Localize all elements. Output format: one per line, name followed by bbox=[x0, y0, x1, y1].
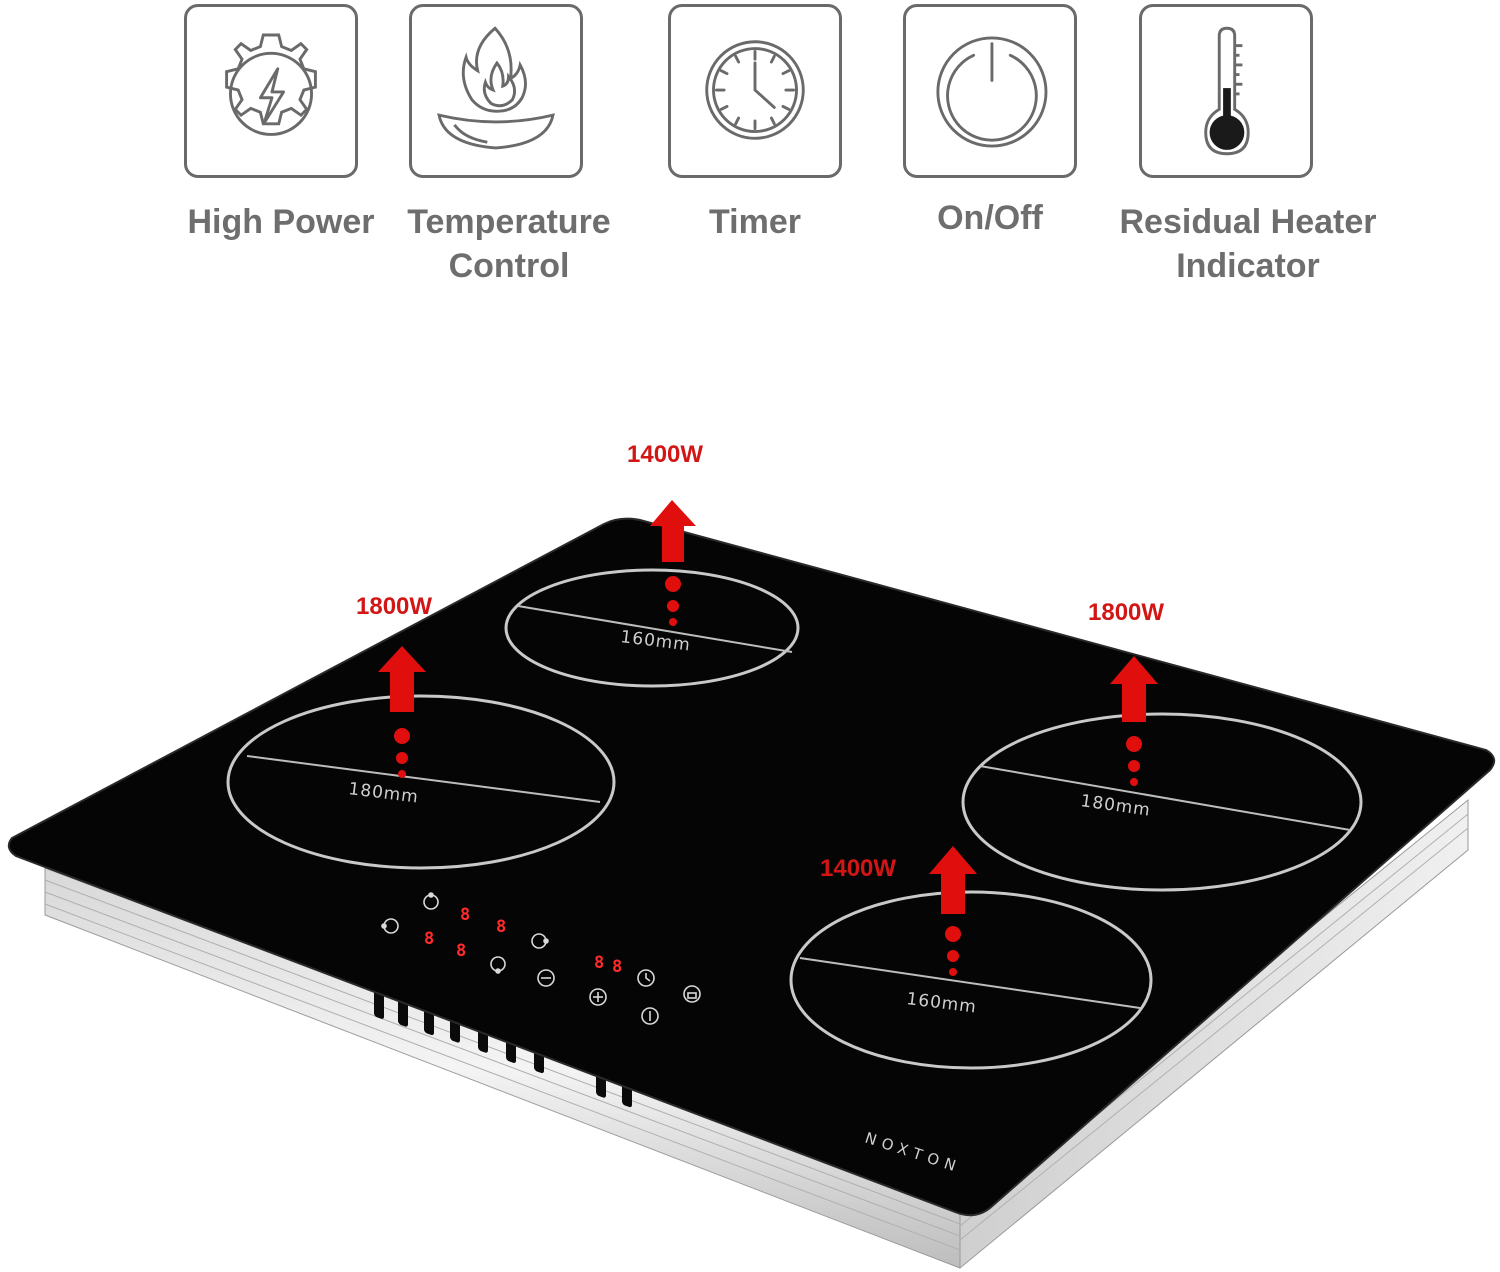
zone-display-digit: 8 bbox=[456, 941, 466, 961]
power-arrow bbox=[1110, 656, 1158, 786]
zone-power-label: 1400W bbox=[820, 855, 896, 882]
feature-label-line-1: Temperature bbox=[407, 203, 611, 241]
zone-power-label: 1800W bbox=[356, 593, 432, 620]
power-button-icon[interactable] bbox=[641, 1007, 659, 1025]
clock-icon bbox=[668, 4, 842, 178]
cooking-zone-ring bbox=[226, 694, 616, 870]
touch-control-panel bbox=[381, 892, 701, 1025]
plus-button-icon[interactable] bbox=[589, 988, 607, 1006]
zone-display-digit: 8 bbox=[460, 905, 470, 925]
feature-label-line-2: Control bbox=[448, 247, 570, 285]
feature-label: High Power bbox=[187, 203, 375, 241]
thermometer-icon bbox=[1139, 4, 1313, 178]
zone-select-icon[interactable] bbox=[490, 956, 506, 974]
power-arrow bbox=[378, 646, 426, 778]
glass-cooktop-surface bbox=[7, 517, 1496, 1217]
zone-display-digit: 8 bbox=[424, 929, 434, 949]
cooking-zone-ring bbox=[789, 890, 1153, 1070]
zone-display-digit: 8 bbox=[496, 917, 506, 937]
power-arrow bbox=[929, 846, 977, 976]
timer-display-digit: 8 bbox=[612, 957, 622, 977]
zone-select-icon[interactable] bbox=[423, 892, 439, 910]
feature-label: Timer bbox=[709, 203, 801, 241]
flame-bowl-icon bbox=[409, 4, 583, 178]
power-icon bbox=[903, 4, 1077, 178]
timer-button-icon[interactable] bbox=[637, 969, 655, 987]
minus-button-icon[interactable] bbox=[537, 969, 555, 987]
feature-label-line-1: Residual Heater bbox=[1119, 203, 1377, 241]
frame-lines bbox=[44, 813, 1469, 1251]
zone-power-label: 1400W bbox=[627, 441, 703, 468]
feature-label-line-2: Indicator bbox=[1176, 247, 1320, 285]
lock-button-icon[interactable] bbox=[683, 985, 701, 1003]
cooking-zone-ring bbox=[504, 568, 800, 688]
feature-label: On/Off bbox=[937, 199, 1043, 237]
power-arrow bbox=[650, 500, 696, 626]
lightning-gear-icon bbox=[184, 4, 358, 178]
zone-select-icon[interactable] bbox=[381, 918, 399, 934]
zone-power-label: 1800W bbox=[1088, 599, 1164, 626]
cooking-zone-ring bbox=[961, 712, 1363, 892]
timer-display-digit: 8 bbox=[594, 953, 604, 973]
zone-select-icon[interactable] bbox=[531, 933, 549, 949]
